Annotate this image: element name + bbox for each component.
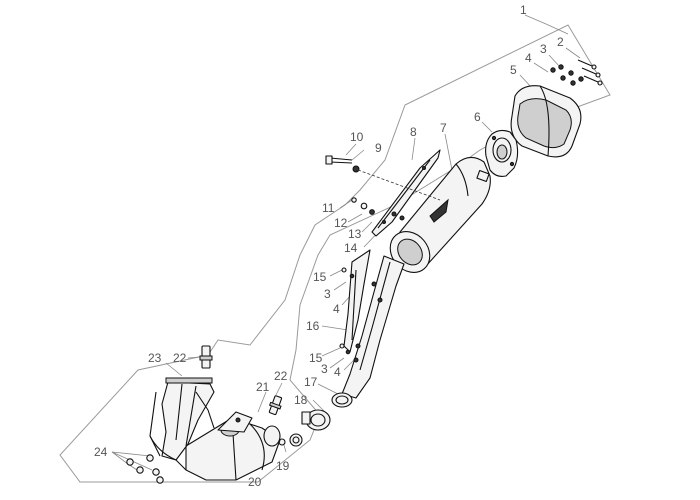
link-pipe-heat-shield (343, 249, 371, 353)
callout-23: 23 (148, 351, 162, 365)
link-pipe (341, 255, 405, 399)
assembly-frame (59, 24, 611, 483)
callout-4-second: 4 (333, 302, 340, 316)
pipe-clamp (301, 392, 353, 431)
callout-17: 17 (304, 375, 318, 389)
catalyst-washer (278, 433, 303, 447)
callout-9: 9 (375, 141, 382, 155)
lambda-sensor-lower (268, 395, 283, 416)
callout-labels: 1 2 3 4 5 6 7 8 9 10 11 12 13 14 15 3 4 … (94, 3, 564, 489)
shield-bolts (339, 267, 355, 355)
callout-8: 8 (410, 125, 417, 139)
callout-10: 10 (350, 130, 364, 144)
callout-15-second: 15 (309, 351, 323, 365)
callout-3-third: 3 (321, 362, 328, 376)
callout-3: 3 (540, 42, 547, 56)
end-cap-plate (485, 129, 519, 177)
mount-hardware (351, 197, 405, 221)
callout-5: 5 (510, 63, 517, 77)
callout-7: 7 (440, 121, 447, 135)
end-cap-fasteners (550, 59, 603, 86)
muffler-end-cover (510, 85, 582, 158)
header-pipes (149, 377, 215, 471)
callout-11: 11 (322, 201, 335, 215)
callout-24: 24 (94, 445, 108, 459)
callout-13: 13 (348, 227, 362, 241)
callout-6: 6 (474, 110, 481, 124)
header-nuts (126, 454, 164, 484)
lambda-sensor-upper (199, 345, 213, 369)
callout-15: 15 (313, 270, 327, 284)
callout-18: 18 (294, 393, 308, 407)
mount-bolt (325, 155, 441, 201)
callout-1: 1 (520, 3, 527, 17)
callout-22-upper: 22 (173, 351, 187, 365)
callout-3-second: 3 (324, 287, 331, 301)
callout-20: 20 (248, 475, 262, 489)
silencer-body (389, 156, 491, 273)
callout-19: 19 (276, 459, 290, 473)
callout-14: 14 (344, 241, 358, 255)
callout-16: 16 (306, 319, 320, 333)
callout-21: 21 (256, 380, 270, 394)
callout-12: 12 (334, 216, 348, 230)
silencer-heat-shield (371, 149, 441, 237)
callout-4: 4 (525, 51, 532, 65)
callout-22-lower: 22 (274, 369, 288, 383)
callout-4-third: 4 (334, 365, 341, 379)
callout-2: 2 (557, 35, 564, 49)
catalyst-body (185, 411, 281, 481)
